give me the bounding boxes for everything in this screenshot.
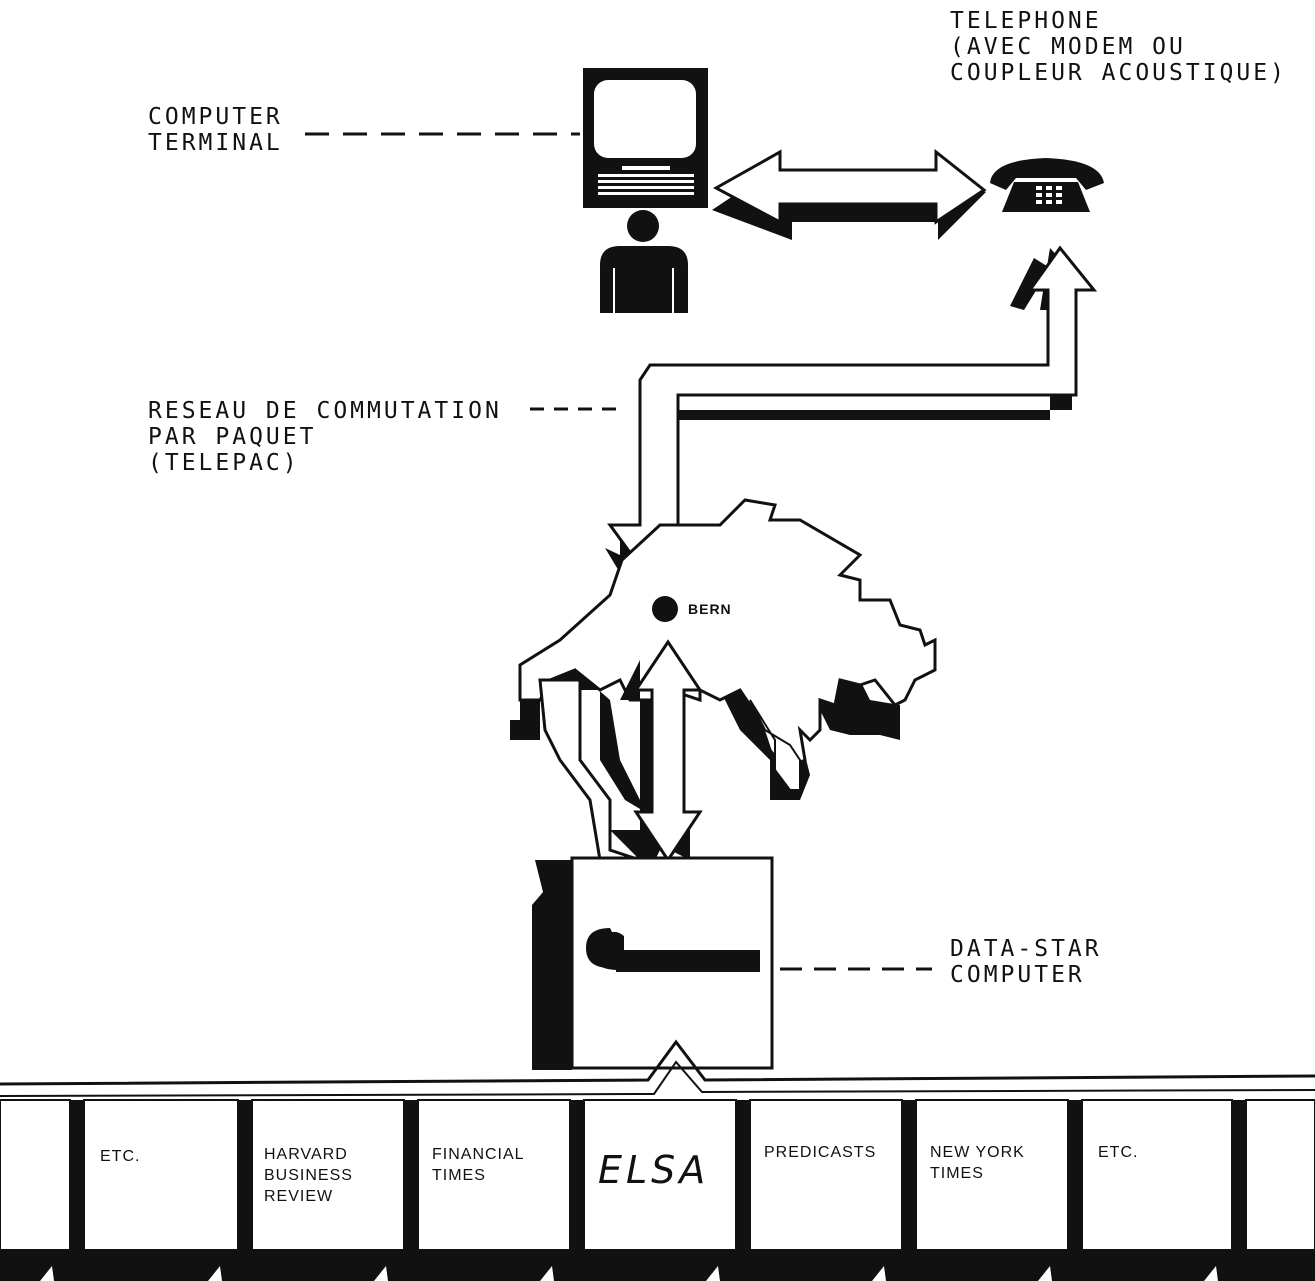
label-line: (TELEPAC) [148, 450, 300, 476]
datastar-computer-icon [532, 856, 774, 1070]
label-line: COMPUTER [950, 962, 1085, 988]
database-financial-times: FINANCIAL TIMES [432, 1144, 525, 1186]
telephone-icon [990, 158, 1104, 212]
label-line: COUPLEUR ACOUSTIQUE) [950, 60, 1287, 86]
label-line: (AVEC MODEM OU [950, 34, 1186, 60]
database-line: FINANCIAL [432, 1146, 525, 1163]
label-line: COMPUTER [148, 104, 283, 130]
database-line: BUSINESS [264, 1167, 353, 1184]
database-line: HARVARD [264, 1146, 348, 1163]
bern-datastar-arrow [610, 639, 703, 870]
database-line: TIMES [432, 1167, 486, 1184]
database-line: TIMES [930, 1165, 984, 1182]
label-line: PAR PAQUET [148, 424, 317, 450]
terminal-telephone-arrow [712, 148, 987, 240]
network-label: RESEAU DE COMMUTATION PAR PAQUET (TELEPA… [148, 398, 502, 476]
label-line: TELEPHONE [950, 8, 1102, 34]
computer-terminal-icon [583, 68, 708, 208]
user-person-icon [600, 210, 688, 313]
database-line: REVIEW [264, 1188, 334, 1205]
database-etc-left: ETC. [100, 1146, 140, 1167]
telephone-label: TELEPHONE (AVEC MODEM OU COUPLEUR ACOUST… [950, 8, 1287, 86]
database-line: ETC. [1098, 1144, 1139, 1161]
database-etc-right: ETC. [1098, 1142, 1138, 1163]
bern-dot [652, 596, 678, 622]
database-new-york-times: NEW YORK TIMES [930, 1142, 1025, 1184]
label-line: RESEAU DE COMMUTATION [148, 398, 502, 424]
label-line: TERMINAL [148, 130, 283, 156]
bern-label: BERN [688, 601, 732, 617]
database-shelf [0, 1039, 1315, 1281]
label-line: DATA-STAR [950, 936, 1102, 962]
database-predicasts: PREDICASTS [764, 1142, 876, 1163]
database-harvard-business-review: HARVARD BUSINESS REVIEW [264, 1144, 353, 1207]
database-line: PREDICASTS [764, 1144, 877, 1161]
database-elsa: ELSA [598, 1148, 710, 1192]
computer-terminal-label: COMPUTER TERMINAL [148, 104, 283, 156]
database-line: ETC. [100, 1148, 141, 1165]
datastar-label: DATA-STAR COMPUTER [950, 936, 1102, 988]
database-line: NEW YORK [930, 1144, 1025, 1161]
